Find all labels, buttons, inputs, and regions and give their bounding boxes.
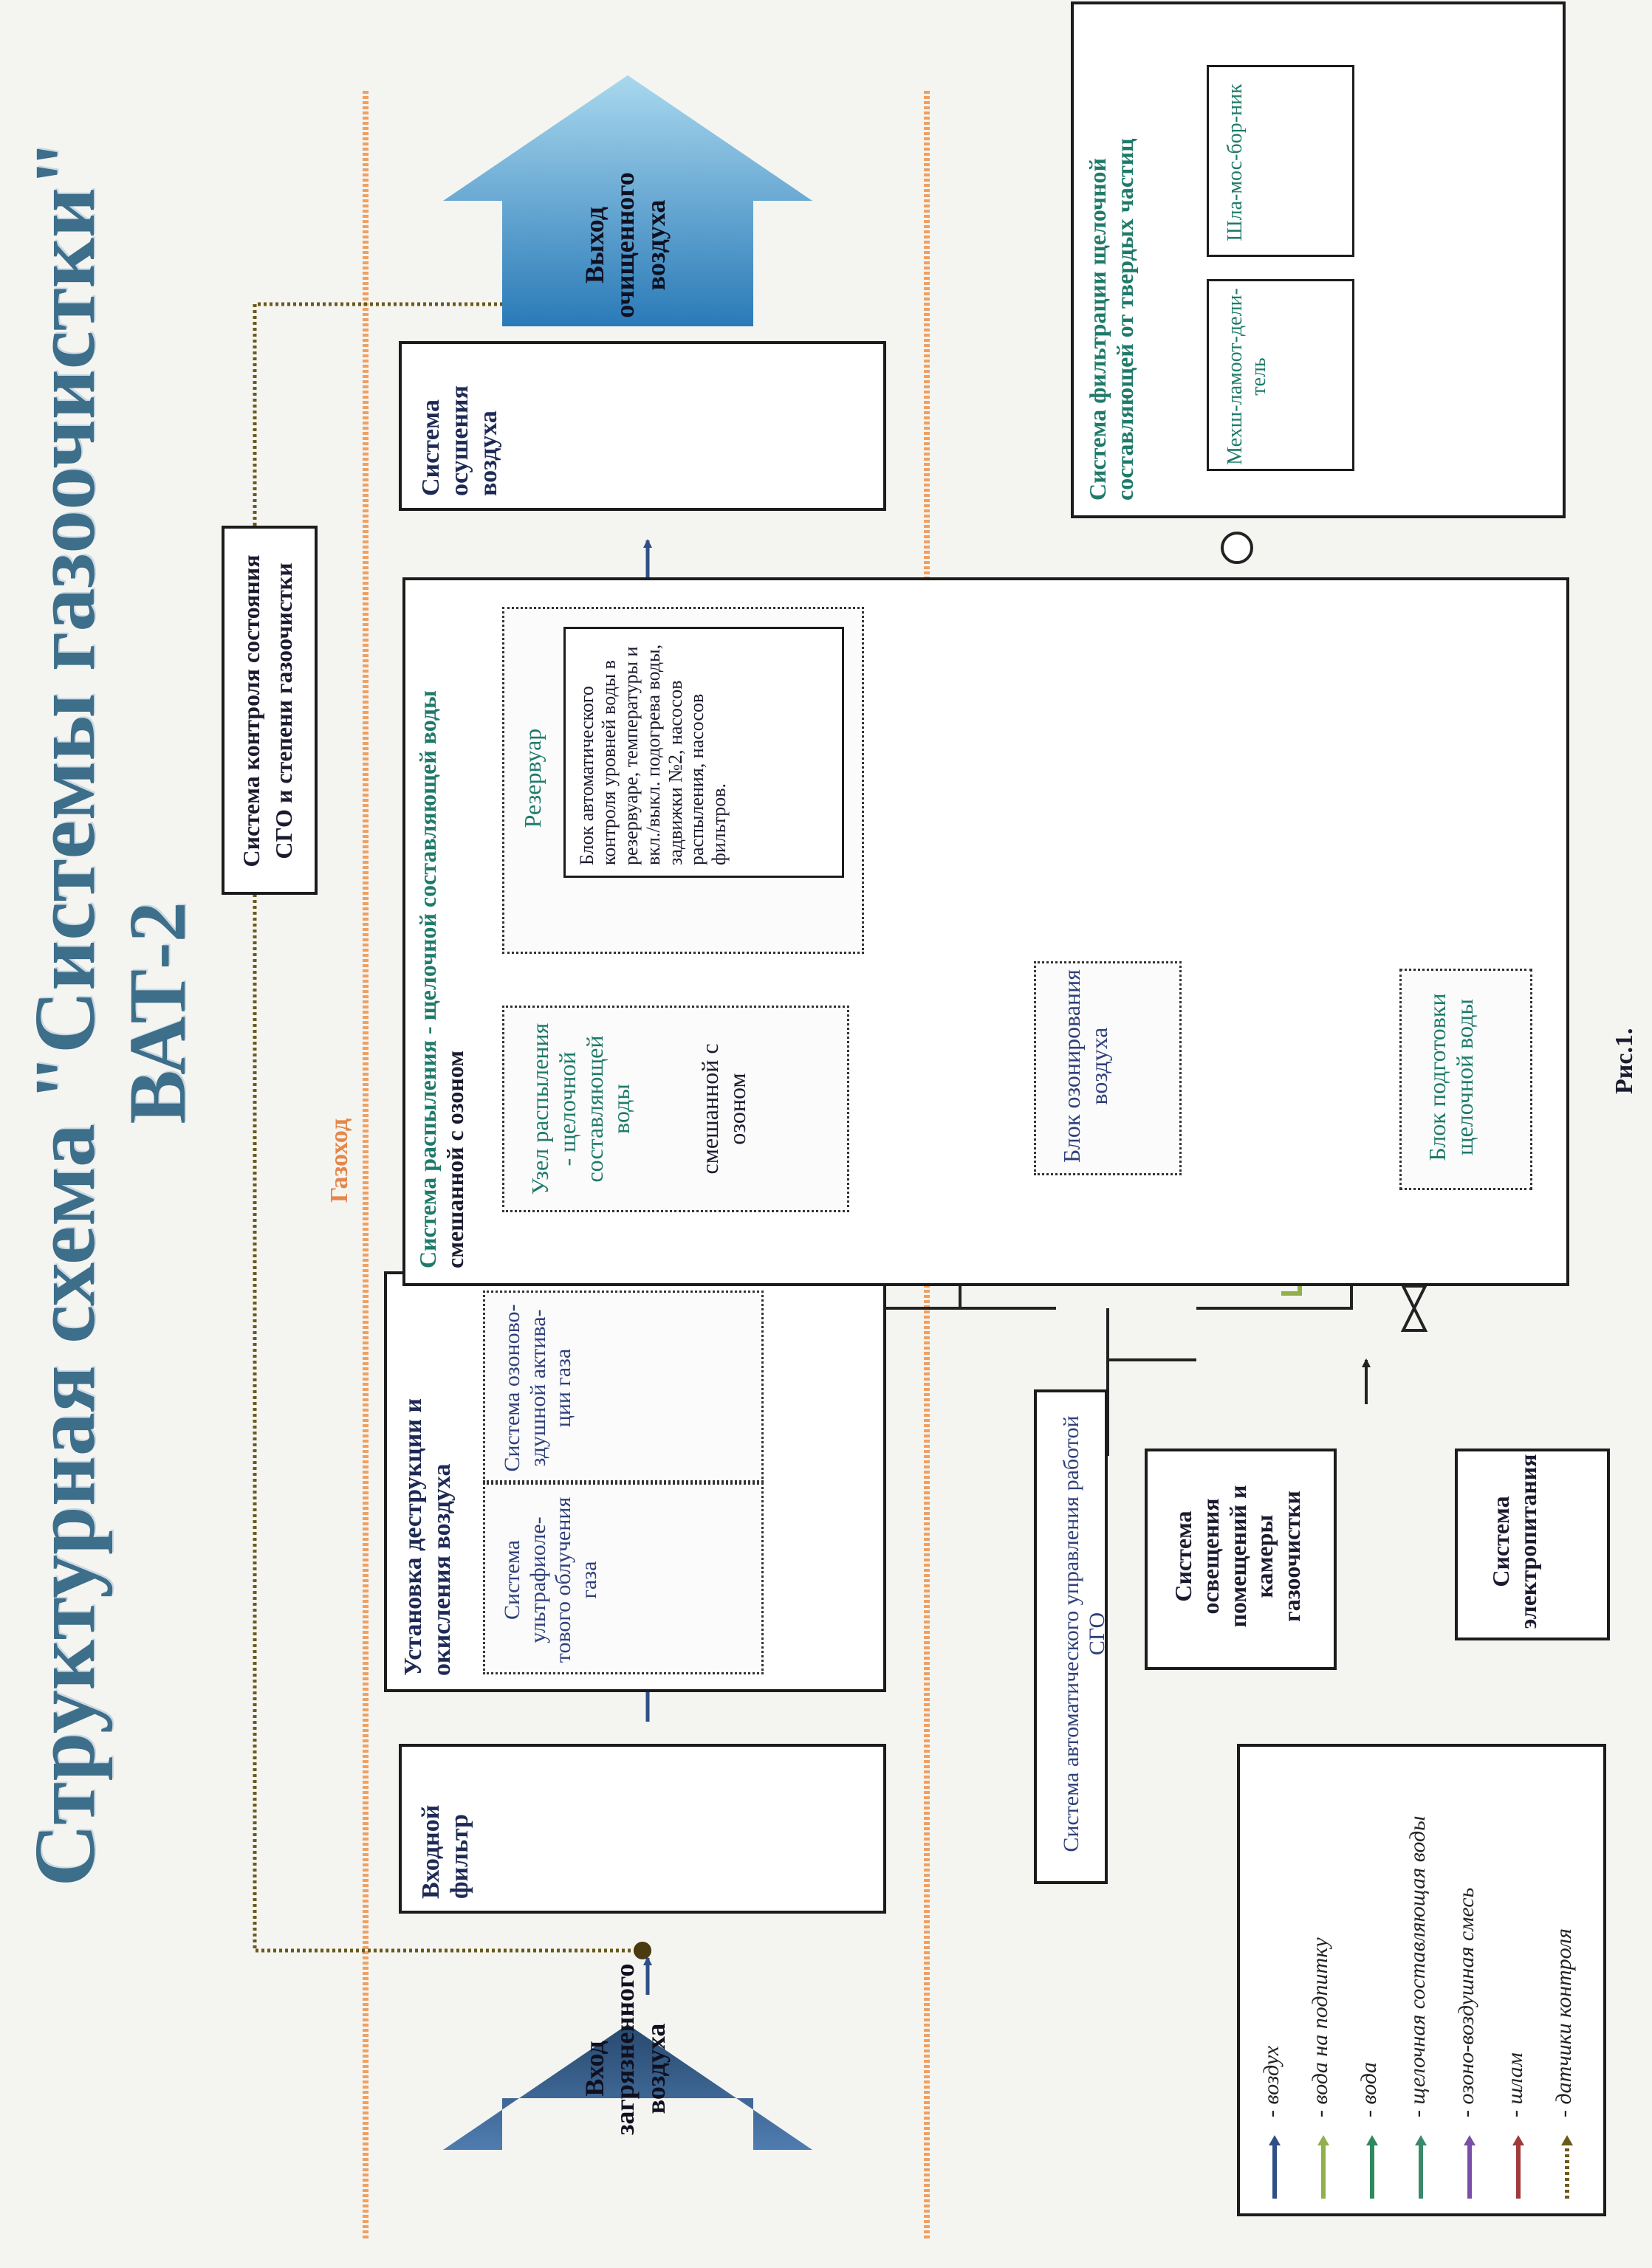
legend-label: - шлам xyxy=(1503,2052,1527,2117)
sludge-collector-box: Шла-мос-бор-ник xyxy=(1207,65,1354,257)
legend-label: - вода xyxy=(1357,2062,1381,2117)
legend-label: - щелочная составляющая воды xyxy=(1405,1815,1430,2117)
ozonation-block-box: Блок озонирования воздуха xyxy=(1034,961,1182,1175)
monitoring-box: Система контроля состояния СГО и степени… xyxy=(222,526,318,895)
filtration-system-title: Система фильтрации щелочной составляющей… xyxy=(1084,138,1138,501)
figure-label: Рис.1. xyxy=(1611,1028,1638,1094)
separator-box: Мехш-ламоот-дели-тель xyxy=(1207,279,1354,471)
separator-label: Мехш-ламоот-дели-тель xyxy=(1224,288,1271,465)
ozone-system-label: Система озоново-здушной актива-ции газа xyxy=(500,1304,575,1472)
drying-system-label: Система осушения воздуха xyxy=(417,385,503,496)
legend-swatch xyxy=(1317,2135,1329,2199)
alkaline-prep-label: Блок подготовки щелочной воды xyxy=(1424,993,1478,1161)
drying-system-box: Система осушения воздуха xyxy=(399,341,886,511)
spray-system-title: Система распыления - щелочной составляющ… xyxy=(414,589,469,1268)
input-filter-box: Входной фильтр xyxy=(399,1744,886,1914)
lighting-system-label: Система освещения помещений и камеры газ… xyxy=(1170,1485,1306,1628)
legend-swatch xyxy=(1464,2135,1476,2199)
legend-item: - шлам xyxy=(1498,1756,1540,2199)
spray-title-part2: воды xyxy=(414,690,441,745)
page-title: Структурная схема "Системы газоочистки" xyxy=(16,139,113,1887)
spray-node-label2: смешанной с озоном xyxy=(696,1043,750,1175)
uv-system-label: Система ультрафиоле-тового облучения газ… xyxy=(500,1496,601,1663)
alkaline-prep-box: Блок подготовки щелочной воды xyxy=(1399,969,1532,1190)
outlet-arrow-shape xyxy=(443,75,812,326)
uv-system-box: Система ультрафиоле-тового облучения газ… xyxy=(483,1482,764,1674)
legend-item: - щелочная составляющая воды xyxy=(1401,1756,1442,2199)
pump-symbol xyxy=(1221,532,1253,564)
auto-control-box: Система автоматического управления работ… xyxy=(1034,1389,1109,1884)
spray-title-part3: смешанной с озоном xyxy=(441,1050,468,1268)
control-block-label: Блок автоматического контроля уровней во… xyxy=(576,644,730,865)
legend-item: - озоно-воздушная смесь xyxy=(1450,1756,1491,2199)
legend-item: - воздух xyxy=(1255,1756,1296,2199)
legend-swatch xyxy=(1415,2135,1427,2199)
spray-title-part1: Система распыления - щелочной составляющ… xyxy=(414,750,441,1268)
ozone-system-box: Система озоново-здушной актива-ции газа xyxy=(483,1291,764,1482)
legend-swatch xyxy=(1269,2135,1281,2199)
filtration-system-box: Система фильтрации щелочной составляющей… xyxy=(1071,1,1566,518)
sludge-collector-label: Шла-мос-бор-ник xyxy=(1224,83,1247,241)
power-system-box: Система электропитания xyxy=(1455,1449,1610,1640)
sensor-dot xyxy=(634,1942,651,1959)
outlet-label: Выход очищенного воздуха xyxy=(580,172,671,318)
legend-label: - воздух xyxy=(1259,2045,1283,2117)
lighting-system-box: Система освещения помещений и камеры газ… xyxy=(1145,1449,1337,1670)
legend-box: - воздух - вода на подпитку - вода - щелочн… xyxy=(1237,1744,1606,2216)
inlet-label: Вход загрязненного воздуха xyxy=(580,1963,671,2135)
ozonation-block-label: Блок озонирования воздуха xyxy=(1058,969,1112,1164)
legend-swatch xyxy=(1366,2135,1378,2199)
auto-control-label: Система автоматического управления работ… xyxy=(1059,1415,1109,1852)
duct-label: Газоход xyxy=(326,1118,353,1203)
monitoring-line1: Система контроля состояния xyxy=(238,554,264,867)
spray-node-label1: Узел распыления - щелочной составляющей … xyxy=(527,1023,635,1195)
legend-swatch xyxy=(1561,2135,1573,2199)
legend-label: - озоно-воздушная смесь xyxy=(1454,1887,1478,2117)
spray-node-box: Узел распыления - щелочной составляющей … xyxy=(502,1006,849,1212)
inlet-arrow-shape xyxy=(443,2024,812,2150)
destruction-unit-box: Установка деструкции и окисления воздуха… xyxy=(384,1271,886,1692)
control-block-box: Блок автоматического контроля уровней во… xyxy=(563,627,844,878)
power-system-label: Система электропитания xyxy=(1487,1454,1541,1629)
legend-label: - вода на подпитку xyxy=(1308,1937,1332,2117)
legend-item: - вода на подпитку xyxy=(1303,1756,1345,2199)
legend-item: - датчики контроля xyxy=(1547,1756,1588,2199)
destruction-unit-title: Установка деструкции и окисления воздуха xyxy=(400,1398,456,1676)
page-subtitle: ВАТ-2 xyxy=(112,901,202,1124)
reservoir-box: Резервуар Блок автоматического контроля … xyxy=(502,607,864,954)
legend-label: - датчики контроля xyxy=(1552,1928,1576,2117)
legend-item: - вода xyxy=(1352,1756,1394,2199)
valve-symbol xyxy=(1400,1285,1428,1332)
input-filter-label: Входной фильтр xyxy=(417,1804,474,1899)
monitoring-line2: СГО и степени газоочистки xyxy=(270,563,297,859)
reservoir-label: Резервуар xyxy=(519,728,546,828)
legend-swatch xyxy=(1512,2135,1524,2199)
